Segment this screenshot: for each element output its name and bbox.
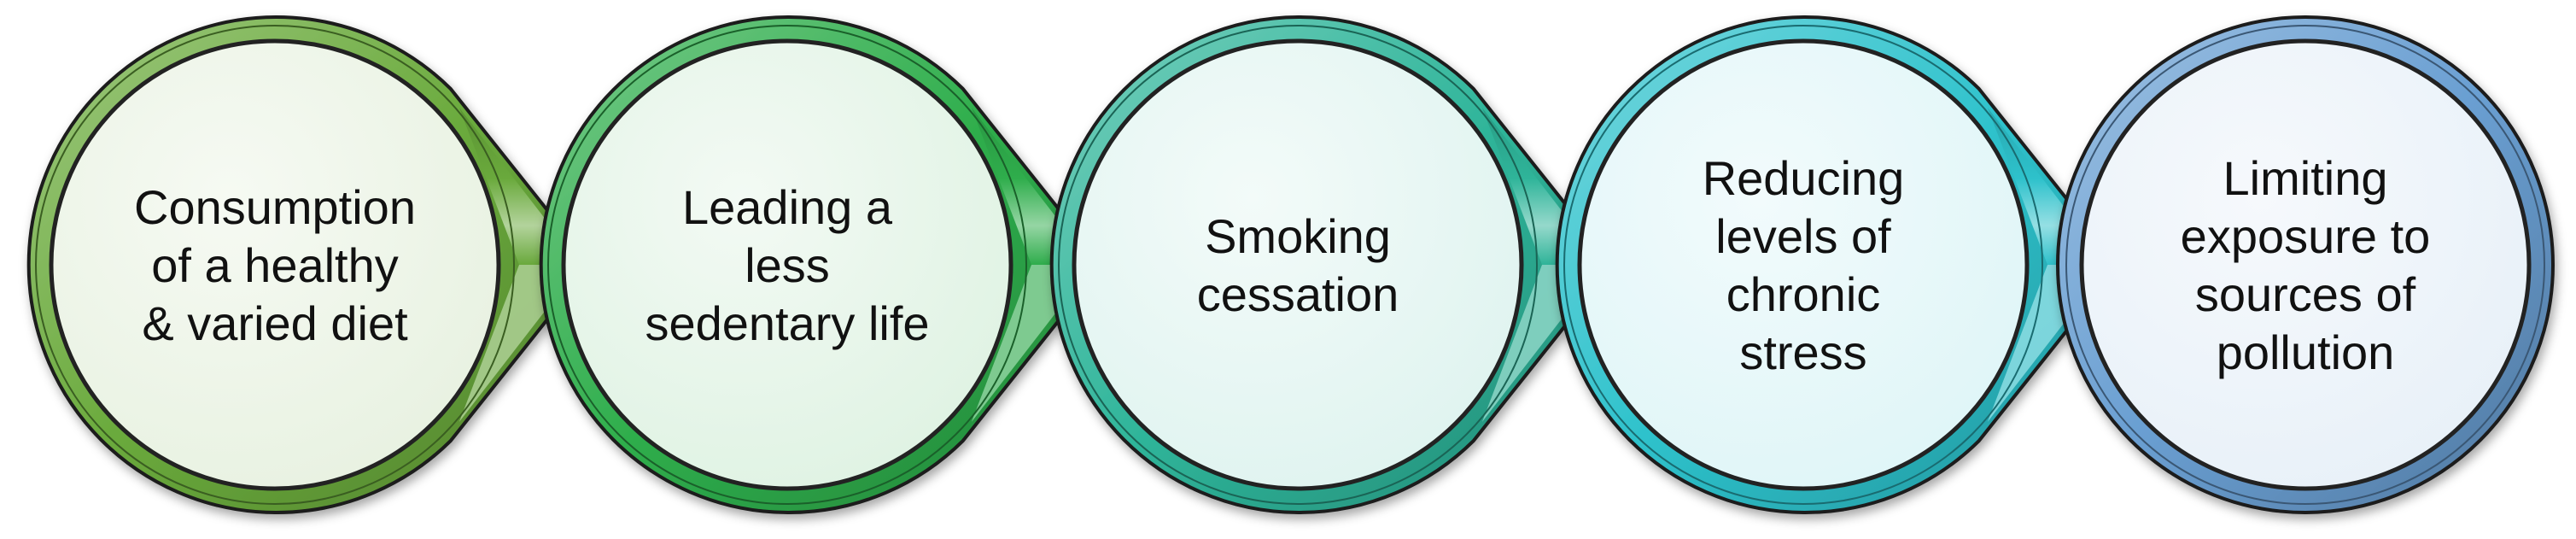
step-face	[1072, 38, 1524, 491]
step-face	[561, 38, 1013, 491]
arrow-lower-facet	[1987, 265, 2109, 422]
step-label-line: sources of	[2195, 267, 2416, 321]
step-face	[1577, 38, 2030, 491]
step-face	[49, 38, 501, 491]
ring-inner-line	[1563, 25, 2043, 505]
step-label-line: stress	[1739, 325, 1866, 379]
ring-inner-line	[547, 25, 1027, 505]
step-label-line: levels of	[1715, 209, 1891, 263]
step-label-line: cessation	[1197, 267, 1399, 321]
step-label-line: Consumption	[134, 180, 416, 234]
step-label-line: sedentary life	[645, 296, 929, 350]
step-label-line: chronic	[1726, 267, 1881, 321]
step-label-line: Reducing	[1703, 151, 1905, 205]
step-label-line: Smoking	[1205, 209, 1391, 263]
step-label-line: & varied diet	[142, 296, 408, 350]
step-label-line: exposure to	[2181, 209, 2431, 263]
step-label-line: Limiting	[2223, 151, 2388, 205]
step-label-line: pollution	[2217, 325, 2395, 379]
step-label-line: of a healthy	[151, 238, 399, 292]
step-label-line: less	[745, 238, 830, 292]
ring-inner-line	[35, 25, 515, 505]
step-face	[2079, 38, 2532, 491]
step-label-line: Leading a	[682, 180, 893, 234]
ring-inner-line	[1058, 25, 1538, 505]
ring-inner-line	[2065, 25, 2545, 505]
arrow-upper-facet	[1987, 108, 2109, 265]
